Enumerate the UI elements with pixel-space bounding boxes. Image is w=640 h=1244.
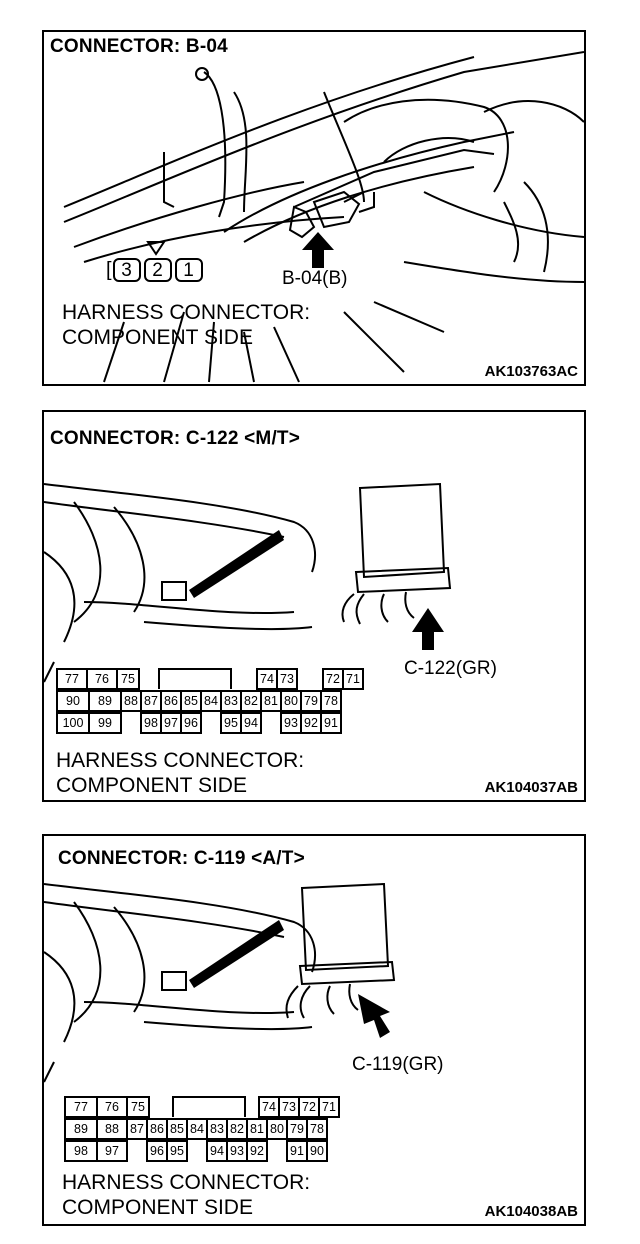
pin-1: 1 — [174, 258, 203, 282]
engine-bay-illustration — [63, 51, 584, 383]
pin-cell: 96 — [146, 1140, 168, 1162]
pin-3: 3 — [112, 258, 141, 282]
pin-cell: 76 — [96, 1096, 128, 1118]
c119-pin-table: 77 76 75 74 73 72 71 — [64, 1096, 340, 1118]
pin-cell: 75 — [116, 668, 140, 690]
pin-cell: 84 — [186, 1118, 208, 1140]
pin-cell: 100 — [56, 712, 90, 734]
label-line2: COMPONENT SIDE — [56, 774, 247, 797]
pin-cell: 94 — [240, 712, 262, 734]
pin-2: 2 — [143, 258, 172, 282]
pin-cell: 80 — [266, 1118, 288, 1140]
blank-cell — [172, 1096, 246, 1117]
blank-cell — [158, 668, 232, 689]
c119-pin-table-row3: 98 97 96 95 94 93 92 91 90 — [64, 1140, 328, 1162]
pin-cell: 95 — [166, 1140, 188, 1162]
pin-cell: 90 — [306, 1140, 328, 1162]
pin-cell: 97 — [96, 1140, 128, 1162]
pin-cell: 79 — [286, 1118, 308, 1140]
c119-pin-table-row2: 89 88 87 86 85 84 83 82 81 80 79 78 — [64, 1118, 328, 1140]
c122-pin-table-row3: 100 99 98 97 96 95 94 93 92 91 — [56, 712, 342, 734]
pin-cell: 82 — [226, 1118, 248, 1140]
pin-cell: 93 — [226, 1140, 248, 1162]
panel-title: CONNECTOR: C-122 <M/T> — [50, 428, 301, 449]
callout-label: C-122(GR) — [404, 658, 497, 679]
pin-cell: 98 — [64, 1140, 98, 1162]
pin-cell: 73 — [278, 1096, 300, 1118]
callout-label: B-04(B) — [282, 268, 348, 289]
figure-code: AK104037AB — [484, 779, 578, 796]
pin-cell: 87 — [126, 1118, 148, 1140]
pin-cell: 72 — [322, 668, 344, 690]
pin-cell: 78 — [320, 690, 342, 712]
label-line2: COMPONENT SIDE — [62, 326, 253, 349]
pin-cell: 81 — [260, 690, 282, 712]
pin-cell: 93 — [280, 712, 302, 734]
pin-cell: 82 — [240, 690, 262, 712]
pin-cell: 91 — [286, 1140, 308, 1162]
pin-cell: 88 — [96, 1118, 128, 1140]
label-line1: HARNESS CONNECTOR: — [62, 1171, 311, 1194]
figure-code: AK104038AB — [484, 1203, 578, 1220]
pin-cell: 76 — [86, 668, 118, 690]
pin-cell: 97 — [160, 712, 182, 734]
pin-cell: 90 — [56, 690, 90, 712]
pin-cell: 77 — [56, 668, 88, 690]
connector-c119-panel: CONNECTOR: C-119 <A/T> C-119(GR) 77 76 7… — [42, 834, 586, 1226]
pin-cell: 98 — [140, 712, 162, 734]
pin-cell: 87 — [140, 690, 162, 712]
pin-cell: 71 — [318, 1096, 340, 1118]
pin-cell: 80 — [280, 690, 302, 712]
pin-cell: 92 — [300, 712, 322, 734]
figure-code: AK103763AC — [484, 363, 578, 380]
c122-pin-table: 77 76 75 74 73 72 71 — [56, 668, 364, 690]
pin-cell: 78 — [306, 1118, 328, 1140]
pin-cell: 83 — [206, 1118, 228, 1140]
pin-cell: 94 — [206, 1140, 228, 1162]
pin-cell: 81 — [246, 1118, 268, 1140]
label-line2: COMPONENT SIDE — [62, 1196, 253, 1219]
pin-cell: 92 — [246, 1140, 268, 1162]
pin-cell: 85 — [166, 1118, 188, 1140]
pin-cell: 99 — [88, 712, 122, 734]
pin-cell: 86 — [160, 690, 182, 712]
connector-b04-panel: CONNECTOR: B-04 [ 3 2 1 B-04(B) HARNESS … — [42, 30, 586, 386]
pin-cell: 79 — [300, 690, 322, 712]
pin-cell: 88 — [120, 690, 142, 712]
pin-cell: 74 — [258, 1096, 280, 1118]
pin-cell: 89 — [88, 690, 122, 712]
dashboard-illustration — [44, 482, 452, 683]
pin-cell: 85 — [180, 690, 202, 712]
pin-cell: 89 — [64, 1118, 98, 1140]
dashboard-illustration — [44, 882, 396, 1083]
pin-cell: 77 — [64, 1096, 98, 1118]
pin-cell: 72 — [298, 1096, 320, 1118]
b04-pin-layout: [ 3 2 1 — [106, 258, 206, 282]
pin-cell: 73 — [276, 668, 298, 690]
pin-cell: 75 — [126, 1096, 150, 1118]
pin-cell: 96 — [180, 712, 202, 734]
pin-cell: 84 — [200, 690, 222, 712]
panel-title: CONNECTOR: B-04 — [50, 36, 228, 57]
pin-cell: 91 — [320, 712, 342, 734]
pin-cell: 86 — [146, 1118, 168, 1140]
panel-title: CONNECTOR: C-119 <A/T> — [58, 848, 305, 869]
label-line1: HARNESS CONNECTOR: — [56, 749, 305, 772]
pin-cell: 83 — [220, 690, 242, 712]
callout-label: C-119(GR) — [352, 1054, 444, 1075]
pin-cell: 74 — [256, 668, 278, 690]
c122-pin-table-row2: 90 89 88 87 86 85 84 83 82 81 80 79 78 — [56, 690, 342, 712]
pin-cell: 95 — [220, 712, 242, 734]
bracket-left-icon: [ — [106, 259, 112, 281]
connector-c122-panel: CONNECTOR: C-122 <M/T> C-122(GR) 77 76 7… — [42, 410, 586, 802]
pin-cell: 71 — [342, 668, 364, 690]
label-line1: HARNESS CONNECTOR: — [62, 301, 311, 324]
